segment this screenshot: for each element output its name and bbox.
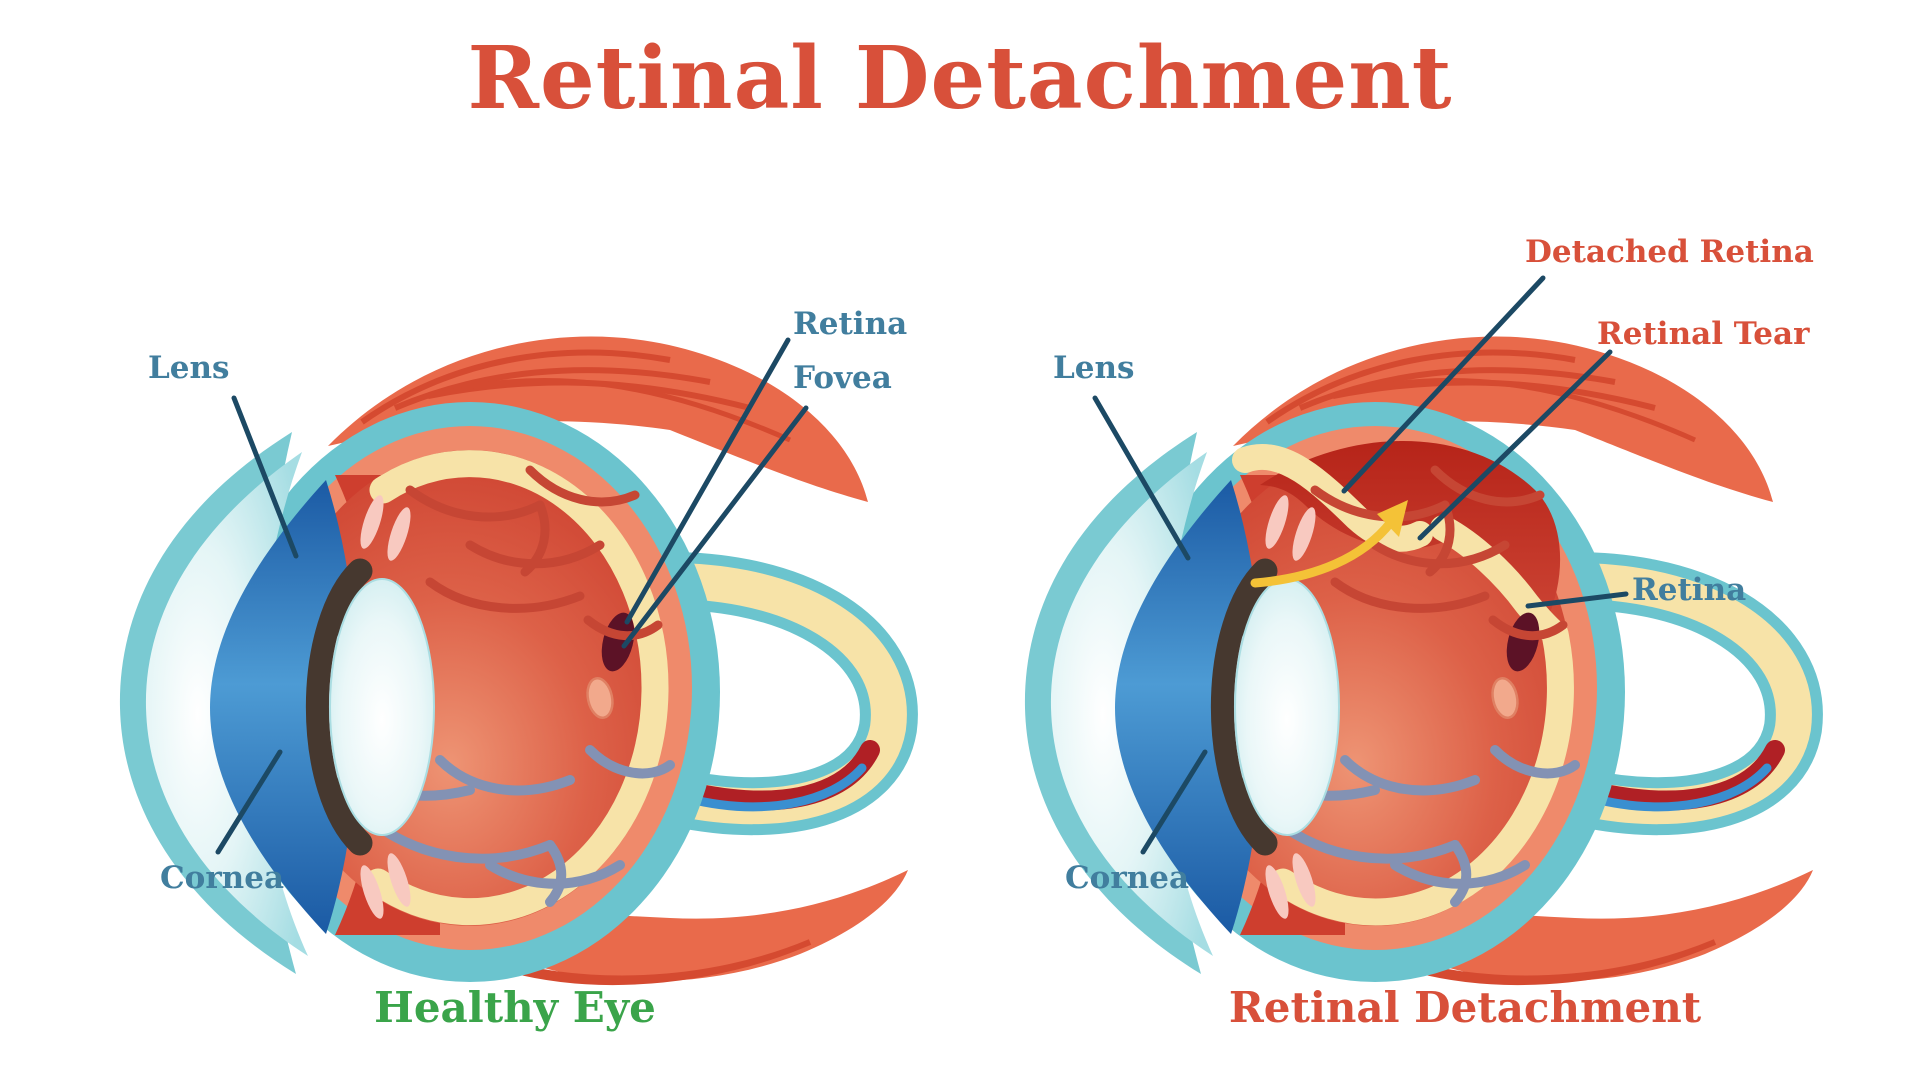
retina-layer bbox=[364, 450, 669, 926]
fovea-spot bbox=[601, 612, 635, 672]
label-fovea-left: Fovea bbox=[793, 360, 892, 396]
retinal-tear-leader bbox=[1417, 349, 1613, 541]
healthy-eye-illustration bbox=[120, 337, 908, 983]
lens-leader-right bbox=[1092, 395, 1191, 561]
retina-leader-left bbox=[624, 337, 791, 625]
cornea-leader-left bbox=[215, 749, 283, 855]
tear-arrow bbox=[1250, 500, 1408, 588]
label-cornea-left: Cornea bbox=[160, 860, 285, 896]
leader-lines bbox=[215, 275, 1629, 855]
label-lens-right: Lens bbox=[1053, 350, 1135, 386]
caption-retinal-detachment: Retinal Detachment bbox=[1228, 983, 1702, 1032]
label-retinal-tear: Retinal Tear bbox=[1597, 316, 1810, 352]
retina-leader-right bbox=[1525, 591, 1629, 609]
fovea-spot bbox=[1506, 612, 1540, 672]
fovea-leader-left bbox=[621, 405, 809, 649]
label-retina-right: Retina bbox=[1632, 572, 1747, 608]
label-lens-left: Lens bbox=[148, 350, 230, 386]
label-cornea-right: Cornea bbox=[1065, 860, 1190, 896]
cornea-leader-right bbox=[1140, 749, 1208, 855]
caption-healthy-eye: Healthy Eye bbox=[374, 983, 656, 1032]
lens-leader-left bbox=[231, 395, 299, 559]
detached-retina-leader bbox=[1341, 275, 1546, 494]
detached-eye-illustration bbox=[1025, 337, 1813, 983]
attached-retina-layer bbox=[1269, 620, 1574, 926]
label-detached-retina: Detached Retina bbox=[1525, 234, 1814, 270]
diagram-title: Retinal Detachment bbox=[467, 28, 1453, 129]
label-retina-left: Retina bbox=[793, 306, 908, 342]
